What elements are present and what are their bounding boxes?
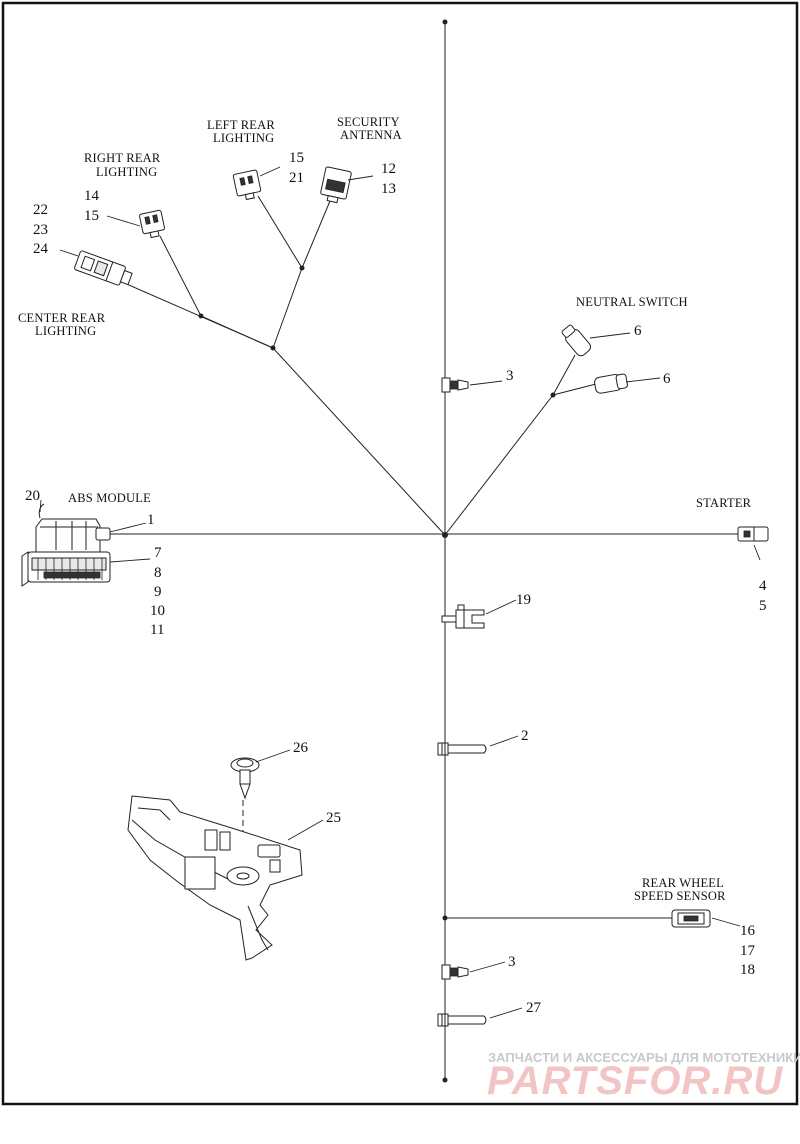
center-rear-lighting-connector	[74, 250, 133, 286]
security-antenna-connector	[320, 166, 352, 204]
callout-10: 10	[150, 603, 165, 619]
label-center-rear-lighting-1: CENTER REAR	[18, 311, 106, 325]
harness-clip-19	[441, 604, 485, 629]
label-right-rear-lighting-2: LIGHTING	[96, 165, 157, 179]
mounting-bracket-25	[127, 795, 303, 961]
callout-9: 9	[154, 584, 162, 600]
neutral-switch-connector-upper	[561, 324, 592, 357]
callout-12: 12	[381, 161, 396, 177]
label-neutral-switch: NEUTRAL SWITCH	[576, 295, 688, 309]
push-pin-26	[230, 757, 260, 870]
callout-26: 26	[293, 740, 309, 756]
harness-clip-upper	[441, 377, 469, 393]
label-security-antenna-2: ANTENNA	[340, 128, 402, 142]
left-rear-lighting-connector	[232, 169, 262, 201]
watermark-logo: PARTSFOR.RU	[487, 1059, 783, 1103]
callout-20: 20	[25, 488, 40, 504]
label-abs-module: ABS MODULE	[68, 491, 151, 505]
cable-tie-2	[437, 742, 487, 756]
label-left-rear-lighting-1: LEFT REAR	[207, 118, 275, 132]
callout-15-right: 15	[84, 208, 99, 224]
callout-6-upper: 6	[634, 323, 642, 339]
leader-lines	[39, 166, 761, 1019]
label-right-rear-lighting-1: RIGHT REAR	[84, 151, 161, 165]
callout-27: 27	[526, 1000, 542, 1016]
callout-25: 25	[326, 810, 341, 826]
abs-module	[21, 503, 111, 587]
callout-14: 14	[84, 188, 100, 204]
watermark-tagline: ЗАПЧАСТИ И АКСЕССУАРЫ ДЛЯ МОТОТЕХНИКИ	[488, 1050, 800, 1065]
diagram-border	[1, 1, 799, 1106]
callout-13: 13	[381, 181, 396, 197]
callout-24: 24	[33, 241, 49, 257]
callout-22: 22	[33, 202, 48, 218]
callout-4: 4	[759, 578, 767, 594]
main-harness	[110, 19, 740, 1083]
neutral-switch-connector-lower	[594, 373, 628, 394]
label-rear-wheel-speed-sensor-1: REAR WHEEL	[642, 876, 724, 890]
cable-tie-27	[437, 1013, 487, 1027]
callout-1: 1	[147, 512, 155, 528]
starter-connector	[737, 526, 769, 542]
speed-sensor-connector	[671, 909, 711, 928]
callout-18: 18	[740, 962, 755, 978]
harness-clip-lower	[441, 964, 469, 980]
label-security-antenna-1: SECURITY	[337, 115, 400, 129]
label-left-rear-lighting-2: LIGHTING	[213, 131, 274, 145]
label-starter: STARTER	[696, 496, 752, 510]
callout-23: 23	[33, 222, 48, 238]
callout-7: 7	[154, 545, 162, 561]
callout-6-lower: 6	[663, 371, 671, 387]
callout-11: 11	[150, 622, 164, 638]
callout-16: 16	[740, 923, 756, 939]
callout-21: 21	[289, 170, 304, 186]
callout-2: 2	[521, 728, 529, 744]
callout-19: 19	[516, 592, 531, 608]
callout-3-lower: 3	[508, 954, 516, 970]
callout-15-left: 15	[289, 150, 304, 166]
label-rear-wheel-speed-sensor-2: SPEED SENSOR	[634, 889, 726, 903]
callout-17: 17	[740, 943, 756, 959]
callout-5: 5	[759, 598, 767, 614]
label-center-rear-lighting-2: LIGHTING	[35, 324, 96, 338]
callout-3-upper: 3	[506, 368, 514, 384]
callout-8: 8	[154, 565, 162, 581]
right-rear-lighting-connector	[139, 209, 165, 239]
